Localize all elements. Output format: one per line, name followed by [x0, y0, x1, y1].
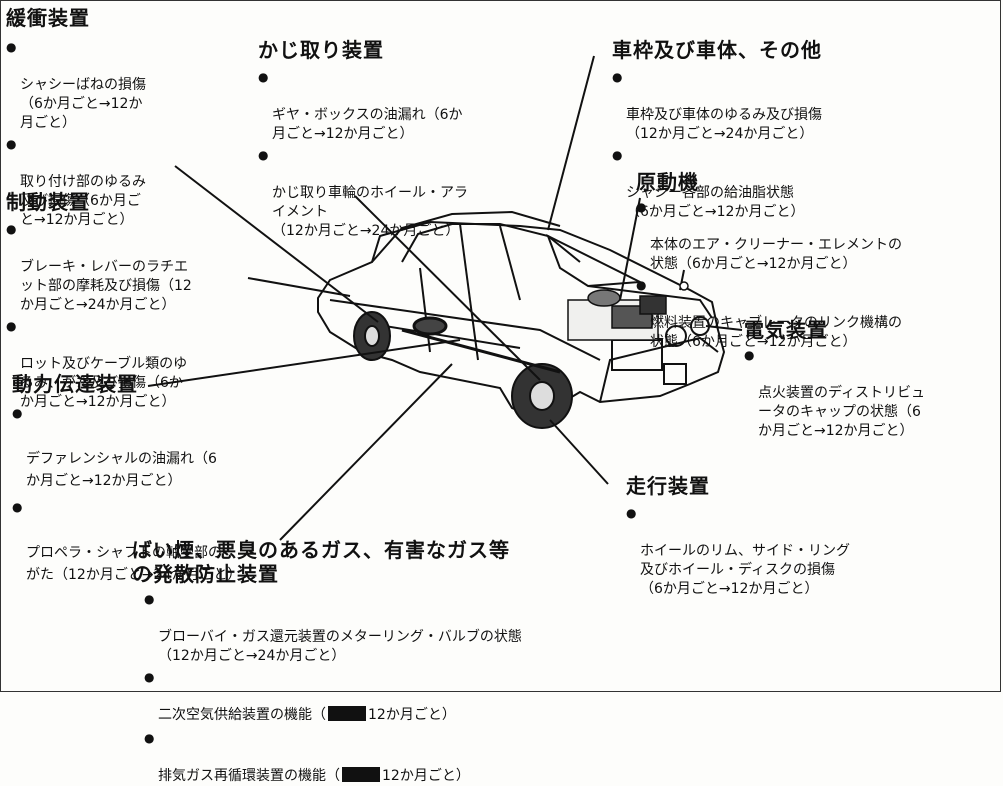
bullet-icon: ● [612, 70, 623, 84]
leader-seidou [247, 277, 351, 297]
check-item: ● 点火装置のディストリビュ ータのキャップの状態（6 か月ごと→12か月ごと） [744, 346, 994, 441]
bullet-icon: ● [144, 670, 155, 684]
bullet-icon: ● [6, 137, 17, 151]
driveline [401, 316, 561, 374]
section-seidou: 制動装置 ● ブレーキ・レバーのラチエ ット部の摩耗及び損傷（12 か月ごと→2… [6, 190, 256, 412]
bullet-icon: ● [612, 148, 623, 162]
leader-shawaku [547, 55, 595, 231]
check-item: ● 燃料装置のキャブレータのリンク機構の 状態（6か月ごと→12か月ごと） [636, 276, 998, 352]
leader-haien [279, 363, 453, 541]
section-title: 動力伝達装置 [12, 372, 138, 396]
section-douryoku: 動力伝達装置 ● デファレンシャルの油漏れ（6 か月ごと→12か月ごと） ● プ… [12, 372, 322, 586]
check-item-text: 本体のエア・クリーナー・エレメントの 状態（6か月ごと→12か月ごと） [650, 237, 902, 272]
section-kajitori: かじ取り装置 ● ギヤ・ボックスの油漏れ（6か 月ごと→12か月ごと） ● かじ… [258, 38, 558, 241]
check-item-text: ギヤ・ボックスの油漏れ（6か 月ごと→12か月ごと） [272, 107, 463, 142]
leader-soukou [549, 419, 609, 485]
section-gendouki: 原動機 ● 本体のエア・クリーナー・エレメントの 状態（6か月ごと→12か月ごと… [636, 170, 998, 352]
check-item-text: 12か月ごと） [368, 707, 456, 723]
check-item-text: 二次空気供給装置の機能（ [158, 707, 326, 723]
section-title: 緩衝装置 [6, 6, 90, 30]
bullet-icon: ● [636, 278, 647, 292]
check-item-text: ブレーキ・レバーのラチエ ット部の摩耗及び損傷（12 か月ごと→24か月ごと） [20, 259, 192, 313]
section-title: 制動装置 [6, 190, 90, 214]
check-item: ● 排気ガス再循環装置の機能（ 12か月ごと） [144, 729, 692, 786]
check-item-text: 排気ガス再循環装置の機能（ [158, 768, 340, 784]
bullet-icon: ● [636, 200, 647, 214]
section-title: 原動機 [636, 170, 699, 194]
section-haien: ばい煙、悪臭のあるガス、有害なガス等 の発散防止装置 ● ブローバイ・ガス還元装… [132, 538, 692, 786]
leader-denki [705, 325, 743, 331]
section-denki: 電気装置 ● 点火装置のディストリビュ ータのキャップの状態（6 か月ごと→12… [744, 318, 994, 441]
bullet-icon: ● [626, 506, 637, 520]
section-title: 車枠及び車体、その他 [612, 38, 822, 62]
redacted-mark [342, 767, 380, 782]
section-title: 走行装置 [626, 474, 710, 498]
check-item-text: プロペラ・シャフトの軸受部の がた（12か月ごと→24か月ごと） [26, 545, 242, 583]
check-item-text: 取り付け部のゆるみ 及び損傷（6か月ご と→12か月ごと） [20, 174, 146, 228]
bullet-icon: ● [6, 40, 17, 54]
leader-gendouki [619, 197, 641, 301]
check-item-text: ホイールのリム、サイド・リング 及びホイール・ディスクの損傷 （6か月ごと→12… [640, 543, 850, 597]
redacted-mark [328, 706, 366, 721]
check-item-text: 12か月ごと） [382, 768, 470, 784]
check-item: ● プロペラ・シャフトの軸受部の がた（12か月ごと→24か月ごと） [12, 498, 322, 586]
check-item-text: シャシーばねの損傷 （6か月ごと→12か 月ごと） [20, 77, 146, 131]
check-item: ● ブレーキ・レバーのラチエ ット部の摩耗及び損傷（12 か月ごと→24か月ごと… [6, 220, 256, 315]
section-kanshou: 緩衝装置 ● シャシーばねの損傷 （6か月ごと→12か 月ごと） ● 取り付け部… [6, 6, 221, 230]
figure-frame [0, 0, 1001, 692]
check-item: ● シャシー各部の給油脂状態 （6か月ごと→12か月ごと） [612, 146, 992, 222]
check-item-text: かじ取り車輪のホイール・アラ イメント （12か月ごと→24か月ごと） [272, 185, 468, 239]
bullet-icon: ● [6, 222, 17, 236]
section-shawaku: 車枠及び車体、その他 ● 車枠及び車体のゆるみ及び損傷 （12か月ごと→24か月… [612, 38, 992, 222]
check-item-text: 車枠及び車体のゆるみ及び損傷 （12か月ごと→24か月ごと） [626, 107, 822, 142]
bullet-icon: ● [6, 319, 17, 333]
check-item-text: ロット及びケーブル類のゆ るみ、がた及び損傷（6か か月ごと→12か月ごと） [20, 356, 188, 410]
section-title: 電気装置 [744, 318, 828, 342]
check-item: ● 取り付け部のゆるみ 及び損傷（6か月ご と→12か月ごと） [6, 135, 221, 230]
check-item-text: ブローバイ・ガス還元装置のメターリング・バルブの状態 [158, 629, 522, 645]
check-item: ● デファレンシャルの油漏れ（6 か月ごと→12か月ごと） [12, 404, 322, 492]
check-item: ● 二次空気供給装置の機能（ 12か月ごと） [144, 668, 692, 725]
check-item-text: デファレンシャルの油漏れ（6 か月ごと→12か月ごと） [26, 451, 217, 489]
check-item-note: （12か月ごと→24か月ごと） [158, 648, 346, 664]
bullet-icon: ● [12, 500, 23, 514]
check-item-text: 燃料装置のキャブレータのリンク機構の 状態（6か月ごと→12か月ごと） [650, 315, 902, 350]
section-title-line1: ばい煙、悪臭のあるガス、有害なガス等 [132, 538, 510, 562]
bullet-icon: ● [258, 148, 269, 162]
leader-douryoku [147, 339, 461, 387]
check-item-text: 点火装置のディストリビュ ータのキャップの状態（6 か月ごと→12か月ごと） [758, 385, 926, 439]
leader-kanshou [174, 165, 379, 323]
check-item-text: シャシー各部の給油脂状態 （6か月ごと→12か月ごと） [626, 185, 805, 220]
check-item: ● ホイールのリム、サイド・リング 及びホイール・ディスクの損傷 （6か月ごと→… [626, 504, 956, 599]
check-item: ● 本体のエア・クリーナー・エレメントの 状態（6か月ごと→12か月ごと） [636, 198, 998, 274]
check-item: ● 車枠及び車体のゆるみ及び損傷 （12か月ごと→24か月ごと） [612, 68, 992, 144]
car-illustration [317, 210, 726, 422]
check-item: ● ギヤ・ボックスの油漏れ（6か 月ごと→12か月ごと） [258, 68, 558, 144]
bullet-icon: ● [144, 731, 155, 745]
section-title-line2: の発散防止装置 [132, 562, 279, 586]
car-diagram [147, 55, 743, 541]
bullet-icon: ● [744, 348, 755, 362]
section-title: かじ取り装置 [258, 38, 384, 62]
leader-kajitori [354, 195, 541, 381]
bullet-icon: ● [12, 406, 23, 420]
check-item: ● シャシーばねの損傷 （6か月ごと→12か 月ごと） [6, 38, 221, 133]
engine-detail [567, 289, 667, 341]
check-item: ● ロット及びケーブル類のゆ るみ、がた及び損傷（6か か月ごと→12か月ごと） [6, 317, 256, 412]
check-item: ● ブローバイ・ガス還元装置のメターリング・バルブの状態 [144, 590, 692, 647]
bullet-icon: ● [258, 70, 269, 84]
section-soukou: 走行装置 ● ホイールのリム、サイド・リング 及びホイール・ディスクの損傷 （6… [626, 474, 956, 599]
leader-lines [147, 55, 743, 541]
bullet-icon: ● [144, 592, 155, 606]
wheels [353, 311, 573, 429]
check-item: ● かじ取り車輪のホイール・アラ イメント （12か月ごと→24か月ごと） [258, 146, 558, 241]
